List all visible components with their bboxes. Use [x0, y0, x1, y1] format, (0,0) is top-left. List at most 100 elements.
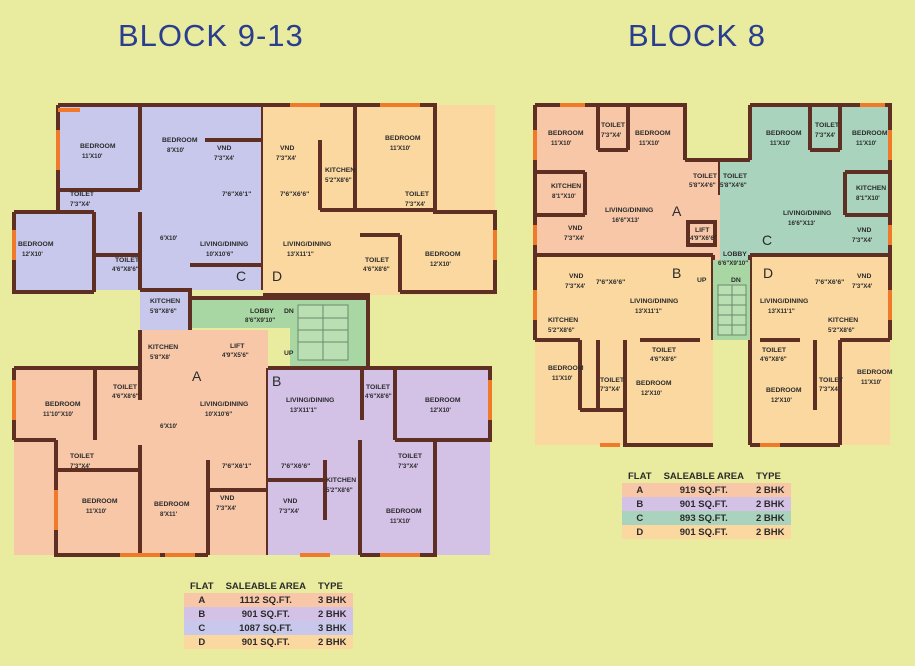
label: 11'X10' — [390, 518, 411, 525]
label: KITCHEN — [551, 183, 581, 190]
label: 4'6"X8'6" — [363, 266, 390, 273]
flat-cell: B — [636, 498, 644, 510]
label: KITCHEN — [326, 477, 356, 484]
flat-label: C — [762, 232, 772, 248]
label: TOILET — [70, 453, 95, 460]
table-header: FLAT SALEABLE AREA TYPE — [184, 580, 353, 593]
label: 4'6"X8'6" — [650, 356, 677, 363]
area-cell: 1087 SQ.FT. — [239, 622, 293, 634]
table-row: C 893 SQ.FT. 2 BHK — [622, 511, 791, 525]
flat-cell: B — [198, 608, 206, 620]
label: LIVING/DINING — [200, 241, 248, 248]
label: 11'X10' — [856, 140, 877, 147]
label: 8'X10' — [167, 147, 185, 154]
flat-cell: D — [198, 636, 206, 648]
label: 8'1"X10' — [856, 195, 880, 202]
label: 7'3"X4' — [279, 508, 300, 515]
label: 7'3"X4' — [852, 237, 873, 244]
label: BEDROOM — [548, 365, 584, 372]
label: 7'6"X6'1" — [222, 463, 251, 470]
flat-label: A — [672, 203, 682, 219]
table-header: FLAT SALEABLE AREA TYPE — [622, 470, 791, 483]
label: LIVING/DINING — [783, 210, 831, 217]
label: VND — [220, 495, 234, 502]
label: VND — [857, 273, 871, 280]
label: LIVING/DINING — [760, 298, 808, 305]
label: BEDROOM — [425, 397, 461, 404]
flat-cell: A — [198, 594, 206, 606]
header-area: SALEABLE AREA — [663, 471, 744, 482]
label: VND — [280, 145, 294, 152]
label: 12'X10' — [430, 407, 451, 414]
type-cell: 2 BHK — [755, 484, 785, 496]
label: 11'X10' — [551, 140, 572, 147]
label: 4'6"X8'6" — [112, 393, 139, 400]
label: 5'2"X8'6" — [828, 327, 855, 334]
left-flat-d — [263, 103, 497, 297]
label: TOILET — [693, 173, 718, 180]
label: 7'6"X6'6" — [596, 279, 625, 286]
label: 7'3"X4' — [815, 132, 836, 139]
label: 11'X10' — [552, 375, 573, 382]
label: 8'X11' — [160, 511, 178, 518]
label: 5'8"X8' — [150, 354, 171, 361]
label: BEDROOM — [18, 241, 54, 248]
label: TOILET — [723, 173, 748, 180]
label: LIFT — [230, 343, 245, 350]
label: BEDROOM — [636, 380, 672, 387]
label: BEDROOM — [857, 369, 893, 376]
label: LOBBY — [250, 308, 274, 315]
label: 13'X11'1" — [287, 251, 314, 258]
label: BEDROOM — [80, 143, 116, 150]
left-plan-labels: BEDROOM 11'X10' BEDROOM 8'X10' VND 7'3"X… — [18, 135, 461, 525]
label: BEDROOM — [386, 508, 422, 515]
label: LIVING/DINING — [605, 207, 653, 214]
label: 5'8"X8'6" — [150, 308, 177, 315]
label: 12'X10' — [430, 261, 451, 268]
table-row: C 1087 SQ.FT. 3 BHK — [184, 621, 353, 635]
flat-cell: C — [636, 512, 644, 524]
label: 7'3"X4' — [398, 463, 419, 470]
label: 4'9"X6'6" — [690, 235, 717, 242]
area-cell: 901 SQ.FT. — [679, 526, 728, 538]
label: TOILET — [366, 384, 391, 391]
header-area: SALEABLE AREA — [225, 581, 306, 592]
label: 5'8"X4'6" — [720, 182, 747, 189]
label: 7'3"X4' — [214, 155, 235, 162]
area-cell: 901 SQ.FT. — [241, 608, 290, 620]
right-flat-d — [748, 253, 892, 447]
table-row: B 901 SQ.FT. 2 BHK — [622, 497, 791, 511]
label: VND — [217, 145, 231, 152]
flat-cell: A — [636, 484, 644, 496]
flat-label: D — [272, 268, 282, 284]
type-cell: 2 BHK — [317, 636, 347, 648]
label: 8'1"X10' — [552, 193, 576, 200]
area-cell: 1112 SQ.FT. — [239, 594, 292, 606]
left-flat-a — [12, 330, 270, 557]
type-cell: 2 BHK — [755, 512, 785, 524]
label: DN — [284, 308, 294, 315]
label: 7'6"X6'1" — [222, 191, 251, 198]
label: 6'6"X9'10" — [718, 260, 748, 267]
label: 4'6"X8'6" — [365, 393, 392, 400]
label: 11'X10' — [861, 379, 882, 386]
label: 5'2"X8'6" — [325, 177, 352, 184]
label: 13'X11'1" — [635, 308, 662, 315]
label: 7'3"X4' — [70, 463, 91, 470]
area-cell: 919 SQ.FT. — [679, 484, 728, 496]
right-floor-plan — [533, 103, 892, 447]
right-flat-c — [720, 103, 892, 260]
header-type: TYPE — [317, 581, 343, 592]
label: 7'6"X6'6" — [815, 279, 844, 286]
label: LIVING/DINING — [630, 298, 678, 305]
label: 11'X10' — [86, 508, 107, 515]
label: LIVING/DINING — [200, 401, 248, 408]
label: 12'X10' — [641, 390, 662, 397]
flat-cell: C — [198, 622, 206, 634]
label: BEDROOM — [766, 130, 802, 137]
label: BEDROOM — [548, 130, 584, 137]
label: TOILET — [115, 257, 140, 264]
label: 6'X10' — [160, 235, 178, 242]
label: VND — [568, 225, 582, 232]
